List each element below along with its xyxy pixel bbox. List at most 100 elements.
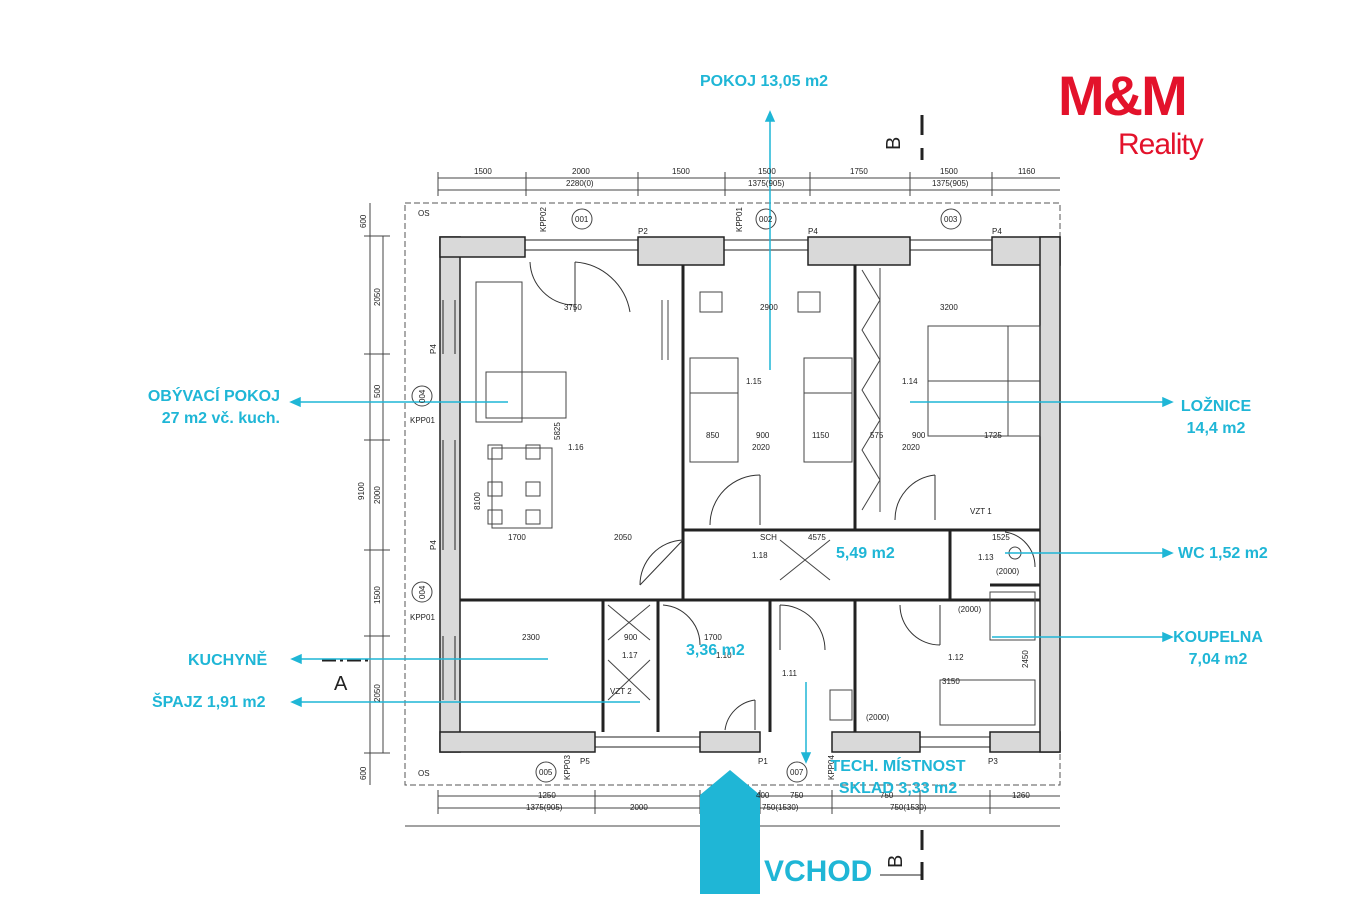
inner-dim: 900: [624, 633, 638, 642]
axis-label: P3: [988, 757, 998, 766]
marker-number: 001: [575, 215, 589, 224]
bottom-dim: 750: [790, 791, 804, 800]
top-dim: 1750: [850, 167, 868, 176]
top-dim: 1500: [474, 167, 492, 176]
axis-label: P5: [580, 757, 590, 766]
inner-dim: 1725: [984, 431, 1002, 440]
room-label-loznice-line1: LOŽNICE: [1180, 398, 1252, 415]
inner-dim: 1525: [992, 533, 1010, 542]
entrance-arrow: [700, 770, 760, 894]
tag-kpp01: KPP01: [410, 613, 435, 622]
inner-dim: 4575: [808, 533, 826, 542]
room-label-koupelna: KOUPELNA 7,04 m2: [1168, 627, 1268, 671]
room-label-kuchyne: KUCHYNĚ: [188, 652, 268, 669]
inner-dim: 5825: [553, 422, 562, 440]
room-number-1-16: 1.16: [568, 443, 584, 452]
tag-kpp01: KPP01: [735, 207, 744, 232]
section-b-label-top: B: [883, 137, 905, 150]
door-swings: [529, 261, 1036, 731]
room-label-obyvaci-line2: 27 m2 vč. kuch.: [161, 410, 280, 427]
interior-walls: [460, 265, 1040, 732]
inner-dim: 850: [706, 431, 720, 440]
left-dim: 2000: [373, 486, 382, 504]
top-dim-2: 1375(905): [748, 179, 785, 188]
left-dim: 600: [359, 214, 368, 228]
room-label-obyvaci-line1: OBÝVACÍ POKOJ: [147, 388, 280, 405]
bottom-dim: 750: [880, 791, 894, 800]
inner-dim: 3200: [940, 303, 958, 312]
inner-dim: 2020: [902, 443, 920, 452]
tag-sch: SCH: [760, 533, 777, 542]
tag-vzt1: VZT 1: [970, 507, 992, 516]
room-number-1-15: 1.15: [746, 377, 762, 386]
axis-label: OS: [418, 209, 430, 218]
marker-circles: [411, 208, 962, 783]
room-number-1-10: 1.10: [716, 651, 732, 660]
brand-logo-subtext: Reality: [1118, 128, 1204, 161]
axis-label: P2: [638, 227, 648, 236]
inner-dim: 900: [756, 431, 770, 440]
inner-dim: 1700: [508, 533, 526, 542]
left-dim: 9100: [357, 482, 366, 500]
room-label-chodba: 5,49 m2: [836, 545, 895, 562]
marker-number: 007: [790, 768, 804, 777]
inner-dim: 3750: [564, 303, 582, 312]
room-label-obyvaci-pokoj: OBÝVACÍ POKOJ 27 m2 vč. kuch.: [130, 386, 280, 430]
top-dim: 1500: [940, 167, 958, 176]
inner-dim: 575: [870, 431, 884, 440]
room-label-koupelna-line2: 7,04 m2: [1188, 651, 1248, 668]
inner-dim: 2450: [1021, 650, 1030, 668]
top-dim: 1500: [672, 167, 690, 176]
tag-kpp03: KPP03: [563, 755, 572, 780]
top-dim: 2000: [572, 167, 590, 176]
room-number-1-12: 1.12: [948, 653, 964, 662]
inner-dim: 900: [912, 431, 926, 440]
marker-number: 004: [418, 389, 427, 403]
inner-dim: 3150: [942, 677, 960, 686]
tag-vzt2: VZT 2: [610, 687, 632, 696]
bottom-dim: 1260: [1012, 791, 1030, 800]
left-dim: 500: [373, 384, 382, 398]
tag-kpp02: KPP02: [539, 207, 548, 232]
tag-kpp04: KPP04: [827, 755, 836, 780]
bottom-dim: 400: [756, 791, 770, 800]
top-dim: 1500: [758, 167, 776, 176]
room-label-koupelna-line1: KOUPELNA: [1173, 629, 1263, 646]
inner-dim: 2900: [760, 303, 778, 312]
top-dim-2: 2280(0): [566, 179, 594, 188]
room-number-1-14: 1.14: [902, 377, 918, 386]
bottom-dim: 1250: [538, 791, 556, 800]
axis-label: P4: [992, 227, 1002, 236]
brand-logo: M&M: [1058, 64, 1188, 127]
room-label-wc: WC 1,52 m2: [1178, 545, 1268, 562]
top-dim: 1160: [1018, 167, 1036, 176]
room-label-loznice-line2: 14,4 m2: [1186, 420, 1246, 437]
top-dimension-lines: [437, 172, 1060, 196]
furniture: [475, 268, 1041, 726]
room-number-1-11: 1.11: [782, 669, 798, 678]
marker-number: 002: [759, 215, 773, 224]
room-number-1-17: 1.17: [622, 651, 638, 660]
top-dim-2: 1375(905): [932, 179, 969, 188]
left-dim: 1500: [373, 586, 382, 604]
inner-dim: 2020: [752, 443, 770, 452]
exterior-walls: [439, 236, 1061, 753]
tag-kpp01: KPP01: [410, 416, 435, 425]
windows: [442, 239, 992, 748]
room-label-spajz: ŠPAJZ 1,91 m2: [152, 694, 266, 711]
section-a-label: A: [334, 673, 348, 695]
bottom-dim-2: 1375(905): [526, 803, 563, 812]
left-dim: 600: [359, 766, 368, 780]
room-label-zadveri: 3,36 m2: [686, 642, 745, 659]
inner-dim: 2300: [522, 633, 540, 642]
axis-label: P4: [808, 227, 818, 236]
axis-label: P1: [758, 757, 768, 766]
section-b-label-bottom: B: [885, 855, 907, 868]
bottom-dim-2: 750(1530): [890, 803, 927, 812]
tag-2000: (2000): [996, 567, 1019, 576]
marker-number: 004: [418, 585, 427, 599]
inner-dim: 2050: [614, 533, 632, 542]
drawing-texts: 1.15 1.14 1.16 1.18 1.13 1.17 1.10 1.11 …: [357, 167, 1036, 812]
inner-dim: 1150: [812, 431, 830, 440]
